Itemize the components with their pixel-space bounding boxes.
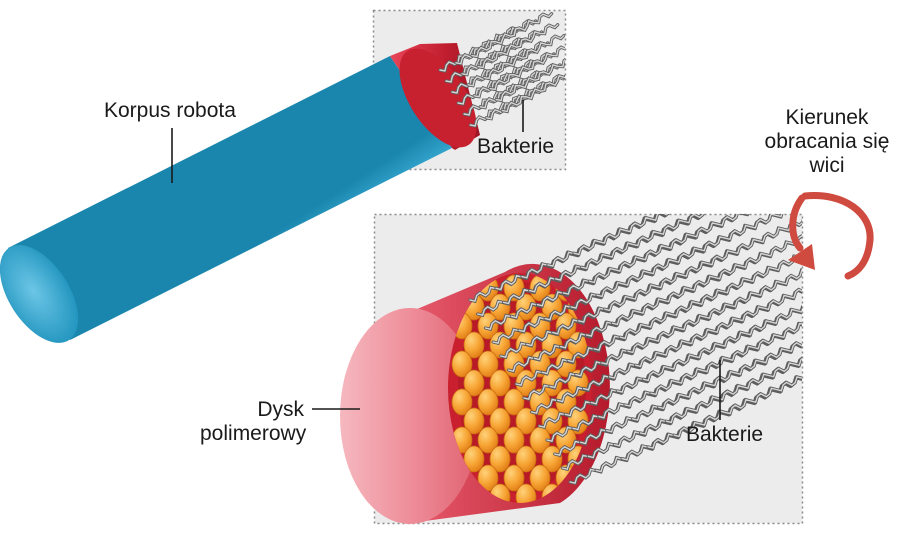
label-polymer-disc: Dysk polimerowy <box>200 398 304 446</box>
label-bacteria-bottom: Bakterie <box>686 423 763 447</box>
label-flagella-direction-line-3: wici <box>752 154 900 178</box>
label-flagella-direction: Kierunek obracania się wici <box>752 106 900 178</box>
label-polymer-disc-line-2: polimerowy <box>200 422 304 446</box>
label-polymer-disc-line-1: Dysk <box>200 398 304 422</box>
label-bacteria-top: Bakterie <box>477 135 554 159</box>
label-flagella-direction-line-1: Kierunek <box>752 106 900 130</box>
label-robot-body: Korpus robota <box>104 99 236 123</box>
label-flagella-direction-line-2: obracania się <box>752 130 900 154</box>
